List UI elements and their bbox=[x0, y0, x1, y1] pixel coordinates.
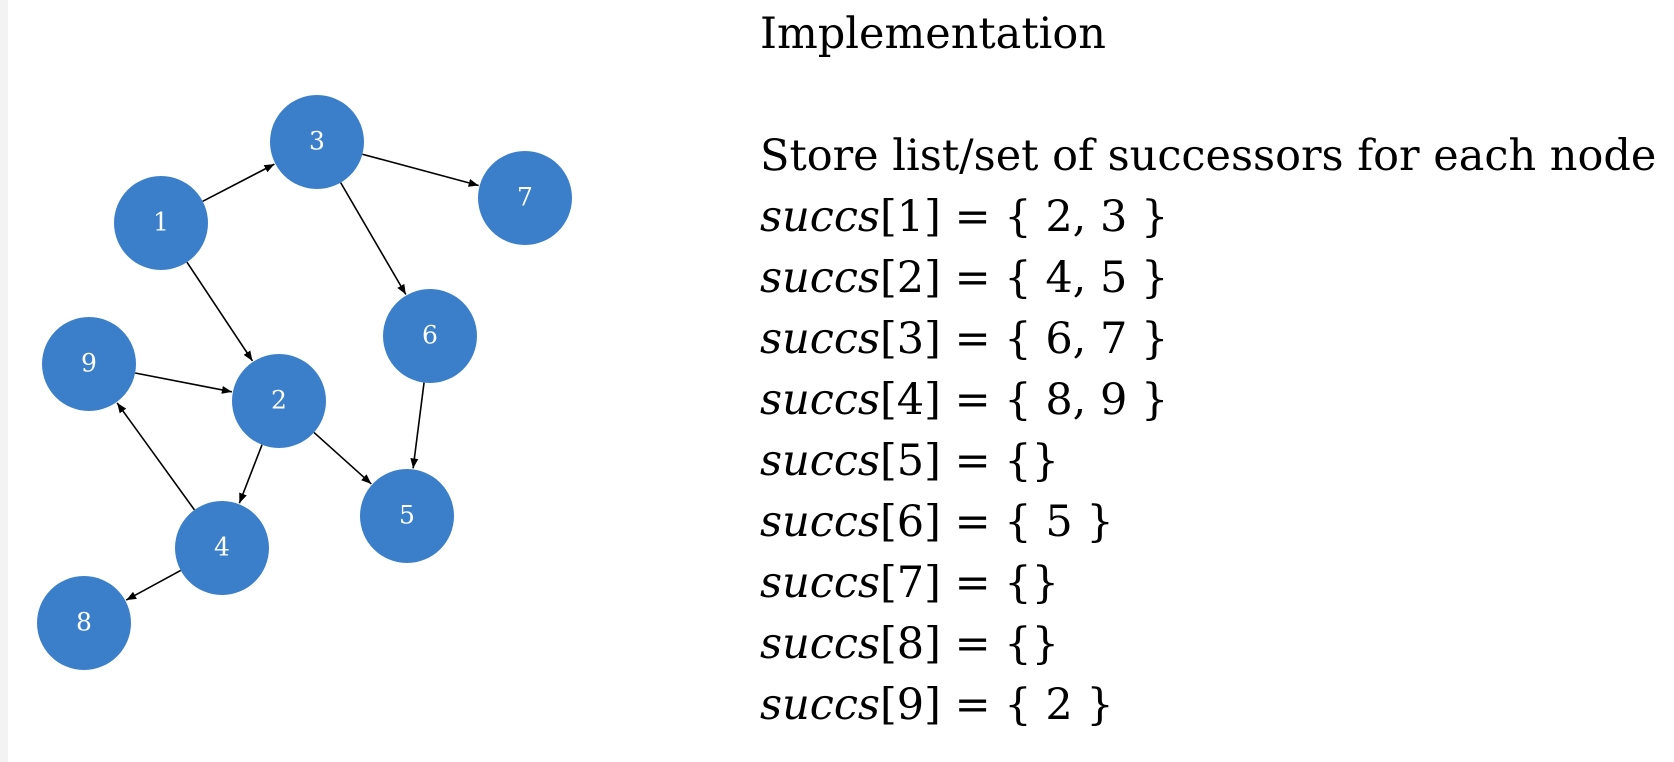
succs-name: succs bbox=[760, 192, 880, 242]
succs-value: = { 4, 5 } bbox=[940, 253, 1169, 303]
succs-index: [8] bbox=[880, 619, 941, 669]
succs-line-3: succs[3] = { 6, 7 } bbox=[760, 309, 1670, 370]
succs-index: [5] bbox=[880, 436, 941, 486]
edge-2-to-4 bbox=[238, 444, 263, 504]
node-4: 4 bbox=[175, 501, 269, 595]
succs-name: succs bbox=[760, 314, 880, 364]
succs-value: = {} bbox=[940, 558, 1060, 608]
succs-line-8: succs[8] = {} bbox=[760, 614, 1670, 675]
node-circle bbox=[232, 354, 326, 448]
succs-value: = { 2 } bbox=[940, 680, 1114, 730]
node-circle bbox=[360, 469, 454, 563]
succs-index: [9] bbox=[880, 680, 941, 730]
succs-name: succs bbox=[760, 558, 880, 608]
edge-2-to-5 bbox=[313, 431, 372, 485]
node-circle bbox=[114, 176, 208, 270]
succs-value: = { 8, 9 } bbox=[940, 375, 1169, 425]
node-label: 9 bbox=[81, 349, 97, 378]
spacer bbox=[760, 65, 1670, 126]
edge-3-to-7 bbox=[362, 153, 479, 187]
node-8: 8 bbox=[37, 576, 131, 670]
succs-value: = {} bbox=[940, 436, 1060, 486]
edge-1-to-2 bbox=[186, 261, 254, 362]
succs-index: [3] bbox=[880, 314, 941, 364]
succs-name: succs bbox=[760, 680, 880, 730]
node-label: 3 bbox=[309, 127, 325, 156]
node-circle bbox=[37, 576, 131, 670]
node-circle bbox=[175, 501, 269, 595]
node-5: 5 bbox=[360, 469, 454, 563]
node-label: 5 bbox=[399, 501, 415, 530]
succs-line-4: succs[4] = { 8, 9 } bbox=[760, 370, 1670, 431]
edge-4-to-9 bbox=[116, 402, 196, 511]
node-circle bbox=[270, 95, 364, 189]
node-label: 1 bbox=[153, 208, 169, 237]
node-7: 7 bbox=[478, 151, 572, 245]
node-1: 1 bbox=[114, 176, 208, 270]
succs-index: [7] bbox=[880, 558, 941, 608]
node-circle bbox=[383, 289, 477, 383]
edge-6-to-5 bbox=[410, 382, 425, 469]
succs-name: succs bbox=[760, 436, 880, 486]
node-label: 8 bbox=[76, 608, 92, 637]
succs-name: succs bbox=[760, 619, 880, 669]
succs-index: [1] bbox=[880, 192, 941, 242]
succs-line-9: succs[9] = { 2 } bbox=[760, 675, 1670, 736]
node-3: 3 bbox=[270, 95, 364, 189]
succs-name: succs bbox=[760, 253, 880, 303]
implementation-panel: Implementation Store list/set of success… bbox=[760, 4, 1670, 736]
succs-line-2: succs[2] = { 4, 5 } bbox=[760, 248, 1670, 309]
succs-line-5: succs[5] = {} bbox=[760, 431, 1670, 492]
succs-index: [6] bbox=[880, 497, 941, 547]
node-label: 7 bbox=[517, 183, 533, 212]
node-2: 2 bbox=[232, 354, 326, 448]
succs-value: = {} bbox=[940, 619, 1060, 669]
succs-value: = { 5 } bbox=[940, 497, 1114, 547]
succs-value: = { 6, 7 } bbox=[940, 314, 1169, 364]
edge-9-to-2 bbox=[134, 372, 233, 394]
succs-name: succs bbox=[760, 375, 880, 425]
node-label: 4 bbox=[214, 533, 230, 562]
graph-edges bbox=[116, 153, 479, 601]
edge-3-to-6 bbox=[339, 182, 407, 295]
succs-index: [2] bbox=[880, 253, 941, 303]
edge-1-to-3 bbox=[202, 163, 275, 203]
directed-graph: 1 2 3 4 5 6 7 8 9 bbox=[37, 95, 572, 670]
node-9: 9 bbox=[42, 317, 136, 411]
edge-4-to-8 bbox=[125, 569, 182, 601]
succs-line-1: succs[1] = { 2, 3 } bbox=[760, 187, 1670, 248]
graph-nodes: 1 2 3 4 5 6 7 8 9 bbox=[37, 95, 572, 670]
node-circle bbox=[478, 151, 572, 245]
node-6: 6 bbox=[383, 289, 477, 383]
panel-title: Implementation bbox=[760, 9, 1106, 59]
panel-description: Store list/set of successors for each no… bbox=[760, 131, 1657, 181]
succs-index: [4] bbox=[880, 375, 941, 425]
left-edge-strip bbox=[0, 0, 8, 762]
node-circle bbox=[42, 317, 136, 411]
succs-name: succs bbox=[760, 497, 880, 547]
node-label: 6 bbox=[422, 321, 438, 350]
succs-line-7: succs[7] = {} bbox=[760, 553, 1670, 614]
succs-line-6: succs[6] = { 5 } bbox=[760, 492, 1670, 553]
succs-value: = { 2, 3 } bbox=[940, 192, 1169, 242]
node-label: 2 bbox=[271, 386, 287, 415]
